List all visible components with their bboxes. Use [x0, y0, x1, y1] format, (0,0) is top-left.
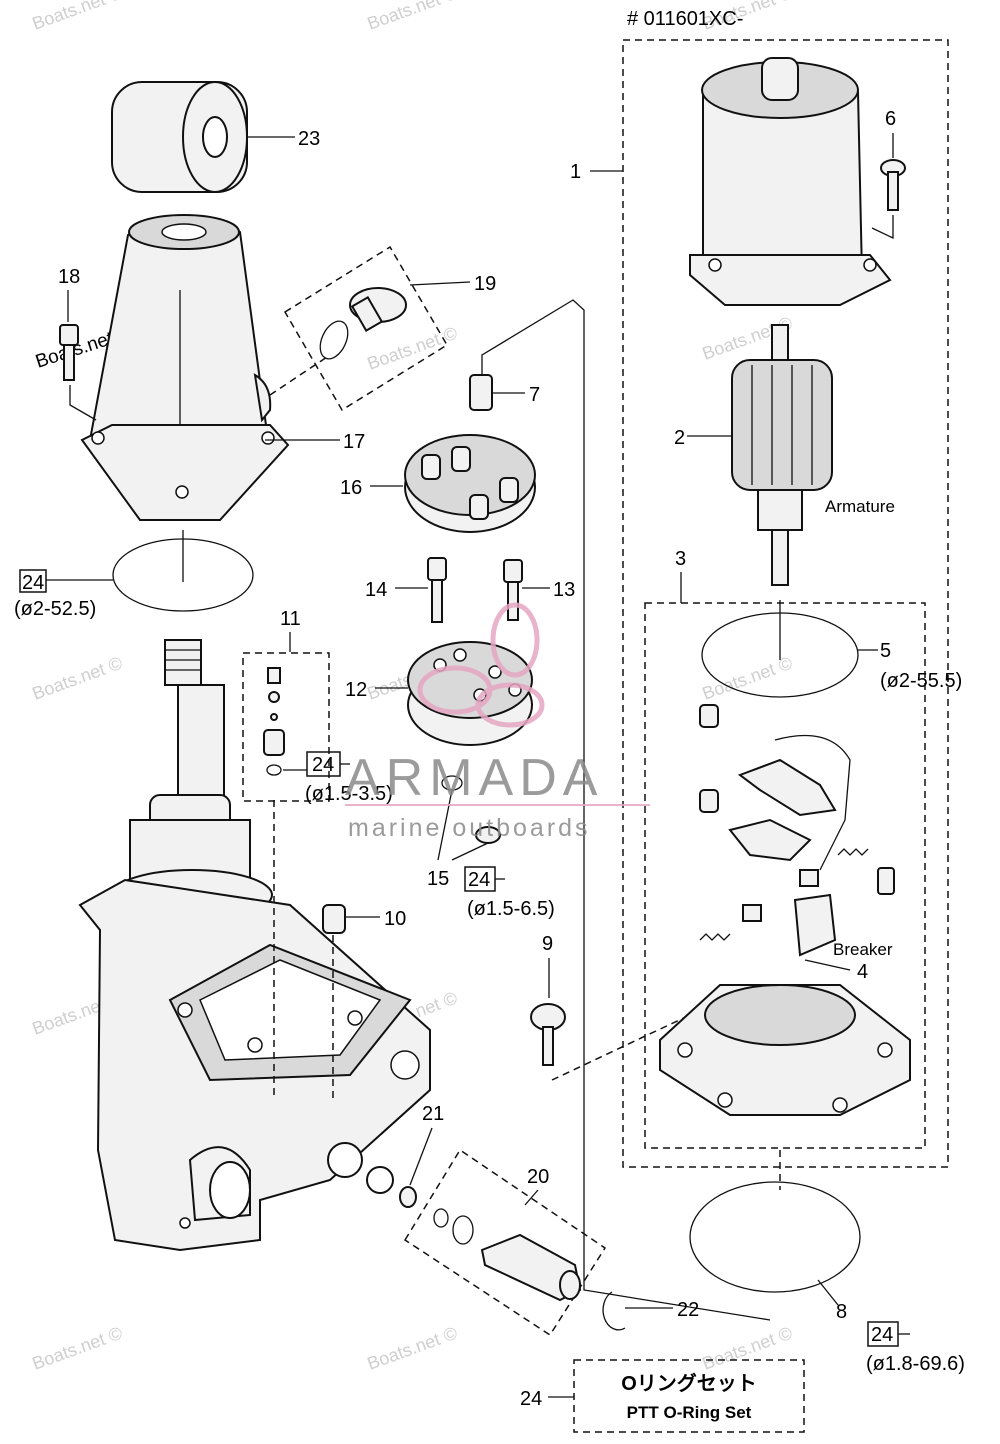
oring-box-icon: [19, 569, 47, 593]
label-part-20: 20: [527, 1166, 549, 1188]
label-part-1: 1: [570, 161, 581, 183]
label-part-5: 5: [880, 640, 891, 662]
part-23-cap: [111, 81, 248, 193]
label-part-12: 12: [345, 679, 367, 701]
part-11-valve-parts: [263, 667, 285, 776]
label-part-16: 16: [340, 477, 362, 499]
label-part-23: 23: [298, 128, 320, 150]
oring-kit-jp: Oリングセット: [621, 1371, 757, 1395]
label-part-13: 13: [553, 579, 575, 601]
part-10-fitting: [322, 904, 346, 934]
part-19-plug: [319, 287, 407, 360]
watermark: Boats.net ©: [365, 0, 460, 34]
part-16-pump-cover: [404, 434, 536, 533]
oring-box-label: 24: [468, 869, 490, 891]
group-11-box: [242, 652, 330, 802]
dim-52-5: (ø2-52.5): [14, 598, 96, 620]
part-8-oring: [689, 1181, 861, 1293]
part-12-pump-body: [407, 641, 533, 746]
part-17-housing: [80, 214, 290, 521]
oring-box-label: 24: [22, 572, 44, 594]
watermark: Boats.net ©: [30, 1323, 125, 1374]
label-part-19: 19: [474, 273, 496, 295]
part-21-oring: [399, 1186, 417, 1208]
label-part-21: 21: [422, 1103, 444, 1125]
label-part-3: 3: [675, 548, 686, 570]
armada-logo: ARMADA marine outboards: [345, 602, 650, 842]
armada-name: ARMADA: [345, 749, 603, 807]
oring-box-label: 24: [871, 1324, 893, 1346]
armada-swirl-icon: [417, 602, 545, 728]
label-part-4: 4: [857, 961, 868, 983]
motor-base: [659, 984, 911, 1116]
motor-assembly-box: [622, 39, 949, 1168]
part-1-motor-yoke: [689, 57, 892, 306]
label-part-10: 10: [384, 908, 406, 930]
part-15-orings: [441, 775, 501, 844]
oring-box-label: 24: [312, 754, 334, 776]
label-part-17: 17: [343, 431, 365, 453]
label-part-11: 11: [280, 608, 301, 630]
oring-kit-box: [573, 1359, 805, 1433]
label-part-9: 9: [542, 933, 553, 955]
label-part-18: 18: [58, 266, 80, 288]
part-20-manual-valve: [433, 1208, 582, 1302]
part-13-bolt: [503, 559, 523, 621]
watermark: Boats.net ©: [30, 653, 125, 704]
label-part-22: 22: [677, 1299, 699, 1321]
armature-label: Armature: [825, 497, 895, 516]
group-20-box: [403, 1148, 607, 1337]
part-4-brush-holder: [699, 704, 895, 957]
part-14-bolt: [427, 557, 447, 623]
watermark: Boats.net ©: [365, 1323, 460, 1374]
armada-tagline: marine outboards: [348, 814, 591, 842]
part-9-bolt: [530, 1003, 566, 1066]
label-part-15: 15: [427, 868, 449, 890]
part-18-bolt: [59, 324, 79, 381]
dim-1-8-69-6: (ø1.8-69.6): [866, 1353, 965, 1375]
part-6-screw: [880, 159, 906, 211]
part-2-armature: [731, 324, 833, 586]
label-part-24: 24: [520, 1388, 542, 1410]
oring-kit-en: PTT O-Ring Set: [627, 1403, 752, 1422]
label-part-7: 7: [529, 384, 540, 406]
dim-1-5-6-5: (ø1.5-6.5): [467, 898, 555, 920]
breaker-label: Breaker: [833, 940, 893, 959]
label-part-2: 2: [674, 427, 685, 449]
label-part-14: 14: [365, 579, 387, 601]
dim-2-55-5: (ø2-55.5): [880, 670, 962, 692]
stator-assembly-box: [644, 602, 926, 1149]
dim-1-5-3-5: (ø1.5-3.5): [305, 783, 393, 805]
label-part-8: 8: [836, 1301, 847, 1323]
watermark: Boats.net ©: [30, 0, 125, 34]
label-part-6: 6: [885, 108, 896, 130]
watermark: Boats.net ©: [700, 1323, 795, 1374]
group-19-box: [283, 245, 449, 412]
part-7-valve: [469, 374, 493, 411]
cylinder-body: [78, 639, 431, 1252]
serial-note: # 011601XC-: [627, 8, 743, 30]
part-22-circlip: [602, 1291, 626, 1331]
